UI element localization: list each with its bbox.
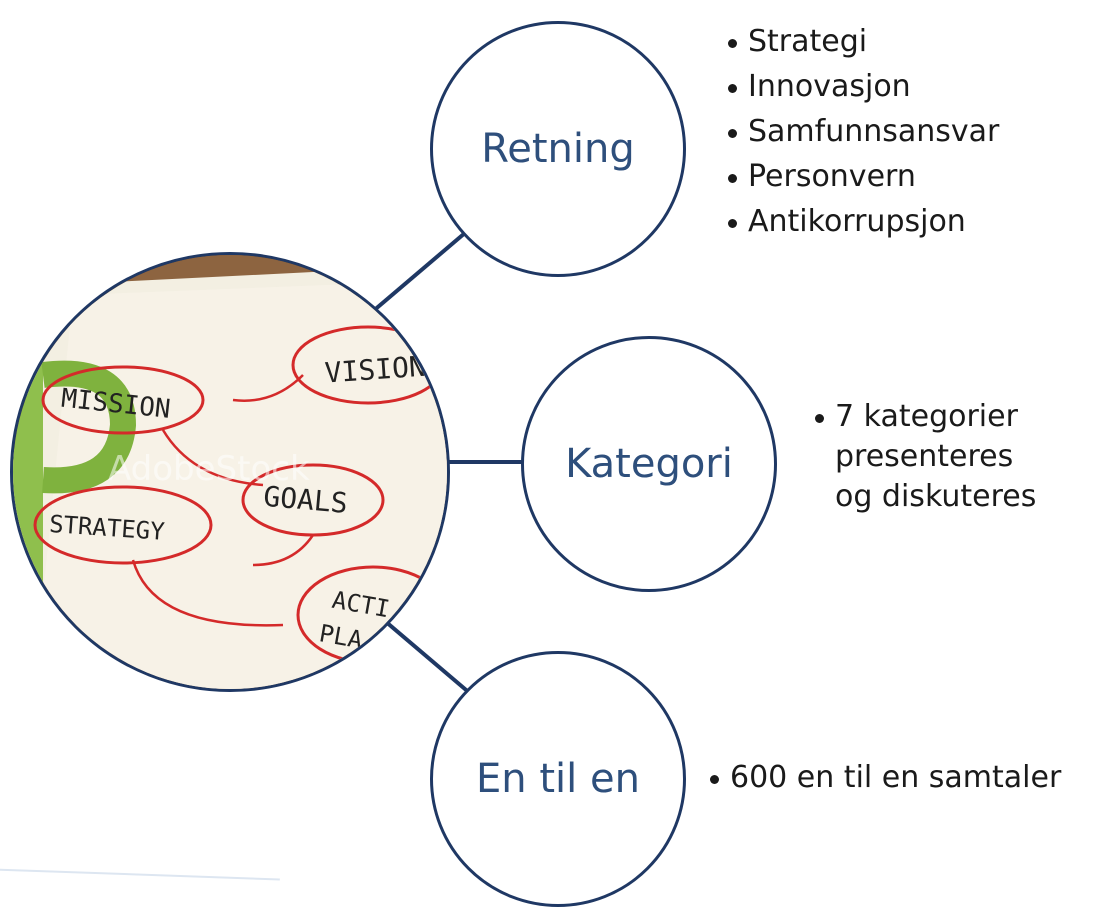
photo-watermark: AdobeStock — [108, 449, 310, 489]
node-retning-label: Retning — [481, 126, 635, 172]
photo-word-goals: GOALS — [262, 480, 349, 520]
list-item: Innovasjon — [728, 64, 999, 109]
photo-word-vision: VISION — [324, 350, 427, 390]
node-kategori: Kategori — [521, 336, 777, 592]
mission-vision-photo: VISION MISSION GOALS STRATEGY ACTI PLA A… — [10, 252, 450, 692]
list-item: Antikorrupsjon — [728, 199, 999, 244]
node-retning: Retning — [430, 21, 686, 277]
node-en-til-en: En til en — [430, 651, 686, 907]
list-item: Personvern — [728, 154, 999, 199]
list-item: Strategi — [728, 19, 999, 64]
retning-bullet-list: Strategi Innovasjon Samfunnsansvar Perso… — [728, 19, 999, 244]
list-item: 600 en til en samtaler — [710, 755, 1061, 800]
node-kategori-label: Kategori — [565, 441, 733, 487]
kategori-bullet-list: 7 kategorier presenteres og diskuteres — [815, 397, 1055, 517]
connector-retning — [370, 225, 474, 314]
list-item: Samfunnsansvar — [728, 109, 999, 154]
node-en-til-en-label: En til en — [476, 756, 640, 802]
en-til-en-bullet-list: 600 en til en samtaler — [710, 755, 1061, 800]
list-item: 7 kategorier presenteres og diskuteres — [815, 397, 1055, 517]
